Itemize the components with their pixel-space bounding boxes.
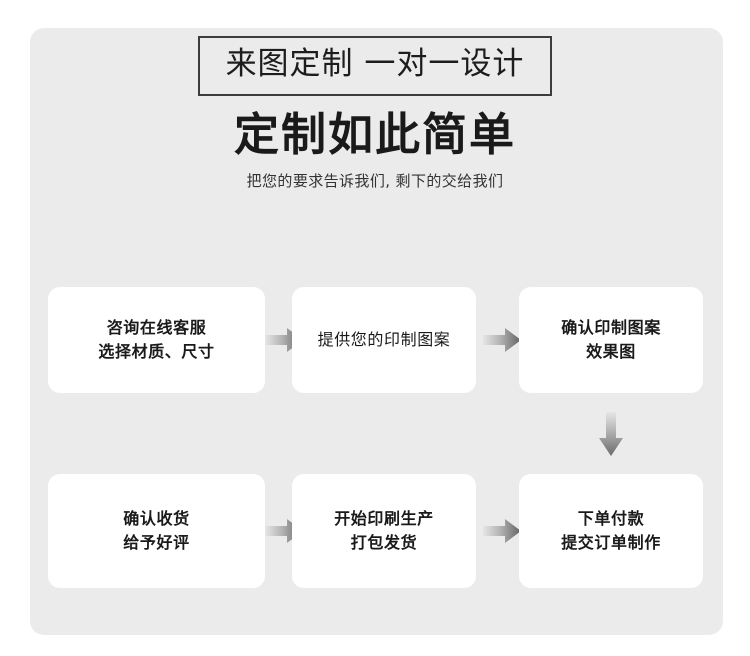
flow-step-6-label: 确认收货 给予好评	[123, 509, 190, 552]
flow-step-4: 下单付款 提交订单制作	[519, 474, 703, 588]
flow-step-3: 确认印制图案 效果图	[519, 287, 703, 393]
badge-text: 来图定制 一对一设计	[225, 46, 525, 82]
flow-step-1-label: 咨询在线客服 选择材质、尺寸	[98, 318, 215, 361]
header-section: 来图定制 一对一设计 定制如此简单 把您的要求告诉我们, 剩下的交给我们	[0, 0, 750, 191]
flow-step-5-label: 开始印刷生产 打包发货	[334, 509, 434, 552]
flow-step-3-label: 确认印制图案 效果图	[561, 318, 661, 361]
flow-step-2: 提供您的印制图案	[292, 287, 476, 393]
arrow-right-icon	[483, 518, 521, 544]
badge-box: 来图定制 一对一设计	[197, 36, 553, 96]
arrow-right-icon	[483, 327, 521, 353]
flow-step-1: 咨询在线客服 选择材质、尺寸	[48, 287, 265, 393]
page-subtitle: 把您的要求告诉我们, 剩下的交给我们	[246, 172, 504, 190]
flow-step-4-label: 下单付款 提交订单制作	[561, 509, 661, 552]
flow-step-2-label: 提供您的印制图案	[317, 330, 451, 349]
page-title: 定制如此简单	[233, 108, 516, 161]
flow-step-5: 开始印刷生产 打包发货	[292, 474, 476, 588]
arrow-down-icon	[598, 412, 624, 456]
flow-step-6: 确认收货 给予好评	[48, 474, 265, 588]
